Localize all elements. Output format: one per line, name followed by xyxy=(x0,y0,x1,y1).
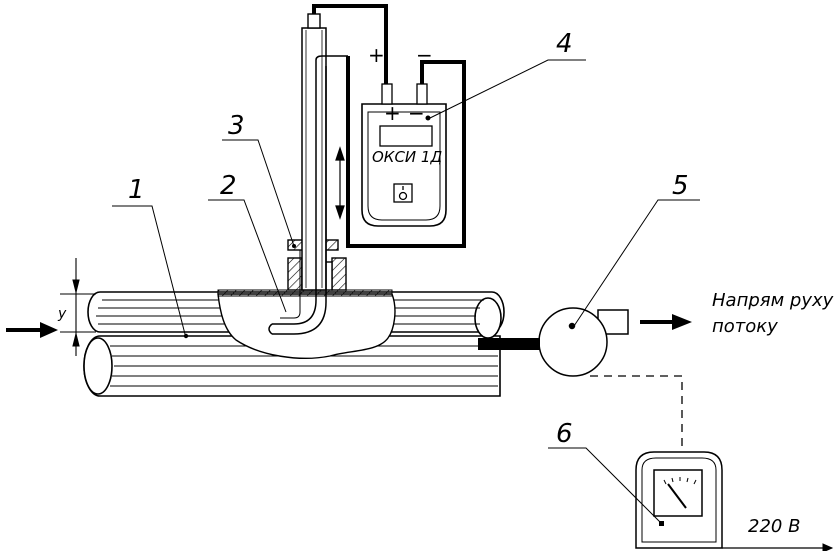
voltage-regulator xyxy=(635,451,723,549)
leader-lines xyxy=(112,59,700,523)
outflow-arrow xyxy=(640,314,692,330)
leader-dot-pipe xyxy=(183,333,189,339)
meter-plus-sign: + xyxy=(384,101,401,125)
oxygen-meter xyxy=(361,83,447,227)
wire-minus-sign: − xyxy=(416,43,433,67)
inflow-arrow xyxy=(6,322,58,338)
probe-travel-arrow xyxy=(335,146,345,220)
flow-direction-line1: Напрям руху xyxy=(712,290,834,311)
label-probe: 2 xyxy=(220,171,237,201)
fan xyxy=(538,307,629,377)
flow-direction-line2: потоку xyxy=(712,316,778,337)
pipe-wall-section xyxy=(217,289,393,297)
dimension-y xyxy=(60,258,96,356)
leader-dot-holder xyxy=(292,244,296,248)
meter-minus-sign: − xyxy=(408,101,425,125)
voltage-label: 220 В xyxy=(748,516,800,537)
wire-top-cap xyxy=(307,13,321,29)
device-name: ОКСИ 1Д xyxy=(372,148,442,166)
pipe-cutaway xyxy=(217,293,396,359)
connecting-duct xyxy=(478,338,540,350)
label-pipe: 1 xyxy=(128,175,145,205)
label-meter: 4 xyxy=(556,29,573,59)
label-regulator: 6 xyxy=(556,419,573,449)
label-fan: 5 xyxy=(672,171,689,201)
label-holder: 3 xyxy=(228,111,245,141)
wire-plus-sign: + xyxy=(368,43,385,67)
dimension-y-label: y xyxy=(57,306,67,322)
control-line xyxy=(590,375,683,452)
